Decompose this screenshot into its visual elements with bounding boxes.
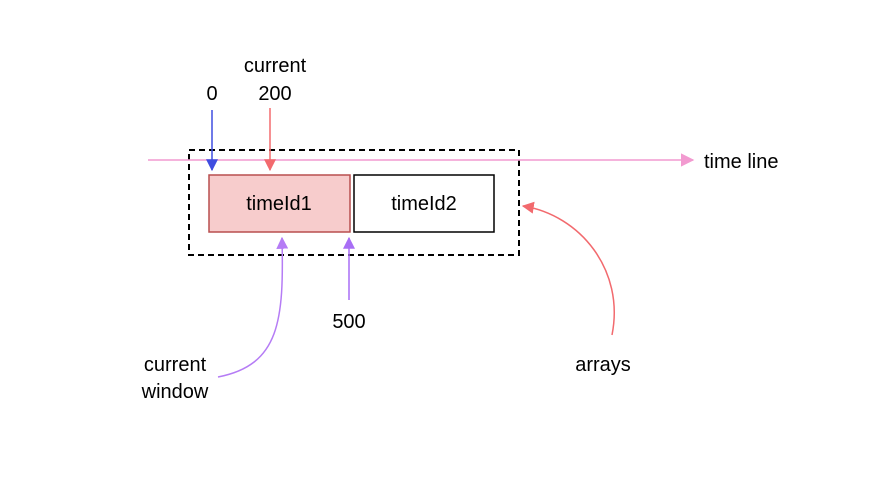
timeid2-box: [353, 174, 495, 233]
timeid1-box: [208, 174, 351, 233]
current-window-label-line1: current: [144, 354, 207, 376]
timeid1-label: timeId1: [246, 193, 312, 215]
current-window-label-line2: window: [141, 381, 209, 403]
five-hundred-label: 500: [332, 311, 365, 333]
arrays-arrow: [521, 201, 615, 336]
time-line-label: time line: [704, 151, 778, 173]
zero-label: 0: [206, 83, 217, 105]
current-window-arrow: [217, 236, 289, 378]
current-value-200: 200: [258, 83, 291, 105]
timeid2-label: timeId2: [391, 193, 457, 215]
arrays-dashed-container: [188, 149, 520, 256]
current-label: current: [244, 55, 307, 77]
arrays-label: arrays: [575, 354, 631, 376]
